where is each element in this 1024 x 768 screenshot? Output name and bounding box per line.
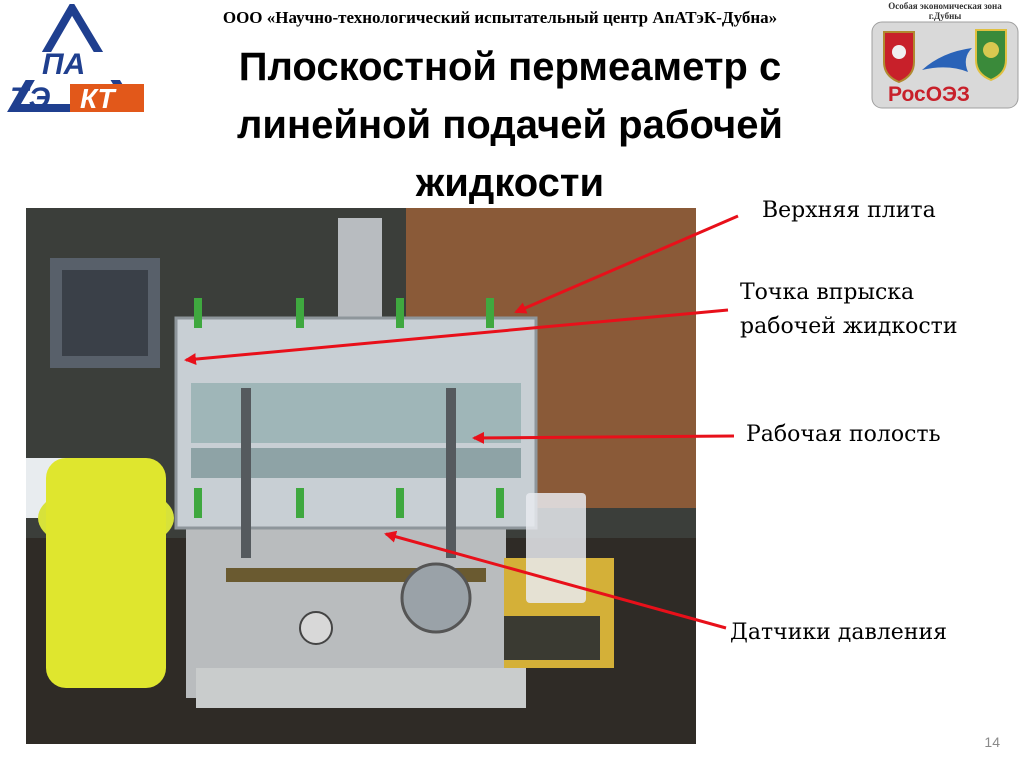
page-number: 14 [984,734,1000,750]
title-line-3: жидкости [415,161,605,205]
slide-title: Плоскостной пермеаметр с линейной подаче… [190,38,830,212]
label-injection-point: Точка впрыска рабочей жидкости [740,276,958,344]
permeameter-photo [26,208,696,744]
label-working-cavity: Рабочая полость [746,422,941,447]
title-line-2: линейной подачей рабочей [236,103,784,147]
svg-text:Особая экономическая зона: Особая экономическая зона [888,1,1002,11]
apatek-logo: ПА ТЭ КТ [4,4,148,115]
rosoez-dubna-logo: Особая экономическая зона г.Дубны РосОЭЗ [866,0,1024,110]
title-line-1: Плоскостной пермеаметр с [238,45,782,89]
organization-name: ООО «Научно-технологический испытательны… [222,8,778,27]
svg-text:РосОЭЗ: РосОЭЗ [888,83,970,106]
label-injection-point-line-1: Точка впрыска [740,280,915,305]
svg-text:КТ: КТ [80,83,118,114]
svg-text:г.Дубны: г.Дубны [929,11,962,21]
svg-text:ПА: ПА [42,48,85,81]
label-top-plate: Верхняя плита [762,198,936,223]
svg-text:ТЭ: ТЭ [10,82,51,115]
label-pressure-sensors: Датчики давления [730,620,948,645]
label-injection-point-line-2: рабочей жидкости [740,314,958,339]
